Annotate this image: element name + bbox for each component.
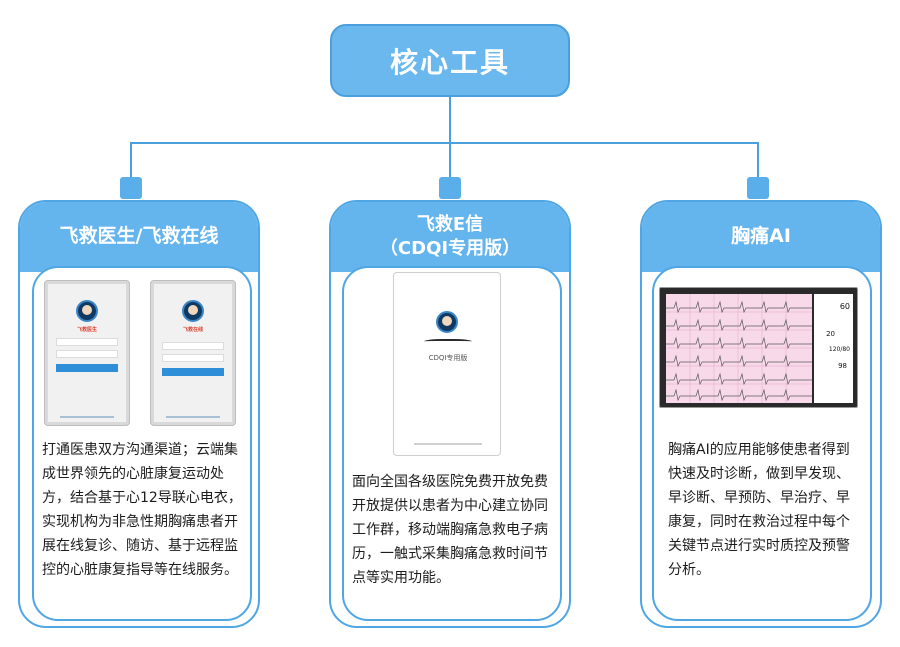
card-title: 飞救E信 bbox=[416, 213, 484, 235]
phone-mockup: 飞救在线 bbox=[150, 280, 236, 426]
app-splash-mockup: CDQI专用版 bbox=[393, 272, 501, 456]
app-name: 飞救医生 bbox=[76, 327, 97, 333]
logo-script bbox=[424, 339, 472, 345]
app-logo-icon bbox=[76, 300, 98, 322]
password-field[interactable] bbox=[56, 350, 118, 358]
ecg-waveform bbox=[666, 294, 812, 403]
app-logo-icon bbox=[182, 300, 204, 322]
card-subtitle: （CDQI专用版） bbox=[379, 238, 521, 259]
resp-rate-value: 20 bbox=[826, 330, 835, 338]
vitals-panel: 60 20 120/80 98 bbox=[814, 294, 853, 403]
card-header: 胸痛AI bbox=[642, 202, 880, 272]
username-field[interactable] bbox=[162, 342, 224, 350]
footer-line bbox=[414, 443, 482, 445]
card-description: 面向全国各级医院免费开放免费开放提供以患者为中心建立协同工作群，移动端胸痛急救电… bbox=[352, 474, 548, 586]
heart-rate-value: 60 bbox=[839, 302, 850, 311]
connector-right bbox=[757, 142, 759, 178]
connector-bar bbox=[130, 142, 758, 144]
connector-trunk bbox=[449, 97, 451, 143]
card-description: 胸痛AI的应用能够使患者得到快速及时诊断，做到早发现、早诊断、早预防、早治疗、早… bbox=[668, 442, 850, 578]
connector-left bbox=[130, 142, 132, 178]
password-field[interactable] bbox=[162, 354, 224, 362]
phone-screen: 飞救在线 bbox=[154, 284, 232, 422]
spo2-value: 98 bbox=[838, 362, 847, 370]
connector-node-middle bbox=[439, 177, 461, 199]
blood-pressure-value: 120/80 bbox=[828, 346, 850, 353]
ecg-trace-area bbox=[666, 294, 812, 403]
card-header: 飞救E信 （CDQI专用版） bbox=[331, 202, 569, 272]
card-header: 飞救医生/飞救在线 bbox=[20, 202, 258, 272]
connector-middle bbox=[449, 142, 451, 178]
phone-screen: 飞救医生 bbox=[48, 284, 126, 422]
card-title: 胸痛AI bbox=[731, 225, 791, 248]
connector-node-right bbox=[747, 177, 769, 199]
app-logo-icon bbox=[436, 311, 458, 333]
connector-node-left bbox=[120, 177, 142, 199]
login-button[interactable] bbox=[56, 364, 118, 372]
login-button[interactable] bbox=[162, 368, 224, 376]
username-field[interactable] bbox=[56, 338, 118, 346]
card-description: 打通医患双方沟通渠道；云端集成世界领先的心脏康复运动处方，结合基于心12导联心电… bbox=[42, 442, 242, 578]
agreement-line bbox=[166, 416, 220, 418]
ecg-monitor: 60 20 120/80 98 bbox=[659, 287, 858, 408]
app-name: 飞救在线 bbox=[182, 327, 203, 333]
root-title: 核心工具 bbox=[389, 45, 510, 79]
card-title: 飞救医生/飞救在线 bbox=[59, 225, 219, 248]
root-box: 核心工具 bbox=[330, 24, 570, 97]
agreement-line bbox=[60, 416, 114, 418]
phone-mockup: 飞救医生 bbox=[44, 280, 130, 426]
screen-caption: CDQI专用版 bbox=[428, 354, 468, 362]
